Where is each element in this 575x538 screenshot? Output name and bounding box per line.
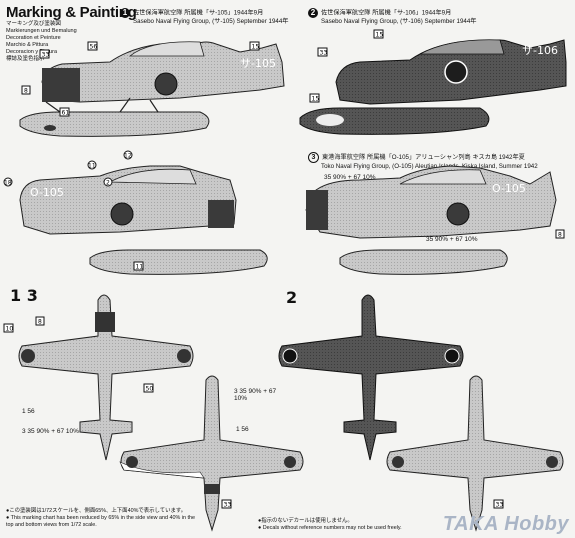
callout-label: 8 bbox=[558, 232, 562, 239]
footer-left-en: ● This marking chart has been reduced by… bbox=[6, 515, 195, 528]
side-view-scheme-3-right: O-105 bbox=[305, 165, 557, 275]
callout-label: 11 bbox=[136, 264, 144, 271]
scheme-2-number: 2 bbox=[308, 8, 318, 18]
callout-label: 15 bbox=[312, 96, 320, 103]
callout-label: 10 bbox=[6, 326, 14, 333]
top-view-scheme-2 bbox=[278, 294, 464, 461]
bottom-label-1: 1 56 bbox=[22, 408, 35, 415]
scheme-1-number: 1 bbox=[120, 8, 130, 18]
top-view-scheme-1-3 bbox=[18, 294, 194, 461]
scheme-1-jp: 佐世保海軍航空隊 所属機「サ-105」1944年9月 bbox=[133, 9, 264, 17]
scheme-3-jp: 東港海軍航空隊 所属機「O-105」アリューシャン列島 キスカ島 1942年夏 bbox=[322, 154, 525, 162]
callout-marker: 33 bbox=[221, 499, 232, 509]
callout-marker: 61 bbox=[59, 107, 70, 117]
lang-fr: Decoration et Peinture bbox=[6, 35, 61, 41]
callout-label: 12 bbox=[124, 153, 132, 160]
page-title: Marking & Painting bbox=[6, 4, 137, 21]
callout-marker: 8 bbox=[35, 316, 45, 326]
footer-right-jp: ●指示のないデカールは使用しません。 bbox=[258, 518, 353, 524]
callout-marker: 33 bbox=[39, 49, 50, 59]
lang-cn: 標誌及塗色指示 bbox=[6, 56, 45, 62]
callout-marker: 11 bbox=[133, 261, 144, 271]
side-view-scheme-2: サ-106 bbox=[299, 39, 567, 135]
callout-marker: 8 bbox=[21, 85, 31, 95]
callout-marker: 33 bbox=[317, 47, 328, 57]
callout-numbers: 56 33 8 61 11 12 15 18 bbox=[3, 29, 565, 509]
callout-marker: 18 bbox=[3, 177, 13, 187]
callout-label: 33 bbox=[42, 52, 50, 59]
callout-label: 15 bbox=[252, 44, 260, 51]
side-view-scheme-1: サ-105 bbox=[19, 41, 285, 137]
callout-label: 33 bbox=[320, 50, 328, 57]
callout-marker: 10 bbox=[3, 323, 14, 333]
lang-jp: マーキング及び塗装図 bbox=[6, 21, 61, 27]
callout-marker: 56 bbox=[87, 41, 98, 51]
callout-marker: 15 bbox=[373, 29, 384, 39]
tail-code-1: サ-105 bbox=[240, 57, 276, 70]
mix-note-a: 35 90% + 67 10% bbox=[324, 174, 376, 181]
footer-left-jp: ●この塗装図は1/72スケールを、側面65%、上下面40%で表示しています。 bbox=[6, 508, 187, 514]
tail-code-3b: O-105 bbox=[492, 182, 526, 195]
footer-right-en: ● Decals without reference numbers may n… bbox=[258, 525, 402, 531]
footer-left-note: ●この塗装図は1/72スケールを、側面65%、上下面40%で表示しています。 ●… bbox=[6, 508, 196, 529]
bottom-label-3: 3 35 90% + 67 10% bbox=[22, 428, 79, 435]
callout-label: 2 bbox=[106, 180, 110, 187]
callout-marker: 11 bbox=[87, 160, 97, 170]
callout-label: 18 bbox=[4, 180, 12, 187]
callout-marker: 12 bbox=[123, 150, 133, 160]
bottom-view-left bbox=[119, 375, 304, 532]
scheme-2-jp: 佐世保海軍航空隊 所属機「サ-106」1944年9月 bbox=[321, 9, 452, 17]
bottom-label-r3: 3 35 90% + 67 10% bbox=[234, 388, 277, 402]
language-list: マーキング及び塗装図 Markierungen und Bemalung Dec… bbox=[6, 21, 77, 63]
callout-marker: 50 bbox=[143, 383, 154, 393]
callout-marker: 8 bbox=[555, 229, 565, 239]
footer-right-note: ●指示のないデカールは使用しません。 ● Decals without refe… bbox=[258, 518, 438, 532]
lang-de: Markierungen und Bemalung bbox=[6, 28, 77, 34]
lang-es: Decoracion y Pintura bbox=[6, 49, 58, 55]
callout-marker: 2 bbox=[103, 177, 113, 187]
callout-marker: 15 bbox=[309, 93, 320, 103]
callout-marker: 33 bbox=[493, 499, 504, 509]
callout-label: 50 bbox=[146, 386, 154, 393]
callout-label: 15 bbox=[376, 32, 384, 39]
callout-label: 33 bbox=[224, 502, 232, 509]
scheme-3-en: Toko Naval Flying Group, (O-105) Aleutia… bbox=[321, 163, 538, 170]
bottom-view-right bbox=[386, 375, 564, 532]
scheme-2-en: Sasebo Naval Flying Group, (サ-106) Septe… bbox=[321, 18, 477, 25]
top-view-badge-1-3: 1 3 bbox=[10, 286, 38, 305]
watermark-logo: TAKA Hobby bbox=[442, 513, 569, 535]
callout-label: 61 bbox=[62, 110, 70, 117]
tail-code-3a: O-105 bbox=[30, 186, 64, 199]
callout-label: 56 bbox=[90, 44, 98, 51]
scheme-1-en: Sasebo Naval Flying Group, (サ-105) Septe… bbox=[133, 18, 289, 25]
callout-label: 11 bbox=[88, 163, 96, 170]
callout-label: 8 bbox=[24, 88, 28, 95]
lang-it: Marchio & Pittura bbox=[6, 42, 49, 48]
callout-label: 8 bbox=[38, 319, 42, 326]
side-view-scheme-3-left: O-105 bbox=[19, 165, 268, 275]
mix-note-b: 35 90% + 67 10% bbox=[426, 236, 478, 243]
callout-label: 33 bbox=[496, 502, 504, 509]
bottom-label-r1: 1 56 bbox=[236, 426, 249, 433]
top-view-badge-2: 2 bbox=[286, 288, 298, 307]
callout-marker: 15 bbox=[249, 41, 260, 51]
tail-code-2: サ-106 bbox=[522, 44, 558, 57]
